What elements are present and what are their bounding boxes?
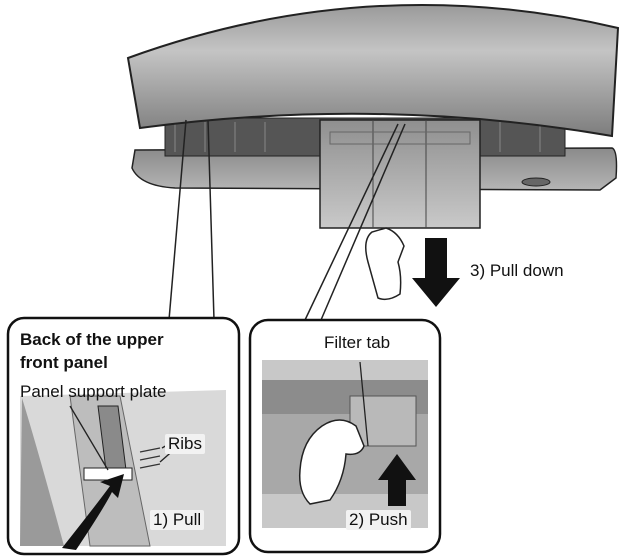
back-panel-title-line2: front panel: [20, 353, 108, 372]
back-panel-title-line1: Back of the upper: [20, 330, 164, 349]
push-label: 2) Push: [346, 510, 411, 530]
hand-push-icon: [298, 419, 365, 505]
air-conditioner-unit: [126, 3, 620, 229]
curved-arrow-icon: [62, 474, 124, 550]
hand-icon: [365, 227, 405, 301]
callout-leaders: [168, 119, 406, 321]
arrow-down-icon: [412, 238, 460, 307]
indicator-lamp: [521, 177, 551, 187]
filter-tab-label: Filter tab: [324, 333, 391, 352]
upper-front-panel: [126, 3, 620, 138]
arrow-up-icon: [378, 454, 416, 506]
pull-down-label: 3) Pull down: [470, 261, 564, 280]
pull-label: 1) Pull: [150, 510, 205, 530]
air-filter: [319, 119, 481, 229]
inset-filter-tab: [248, 318, 442, 554]
panel-support-plate-label: Panel support plate: [20, 382, 167, 401]
inset-back-panel: [6, 316, 241, 556]
ribs-label: Ribs: [165, 434, 206, 454]
